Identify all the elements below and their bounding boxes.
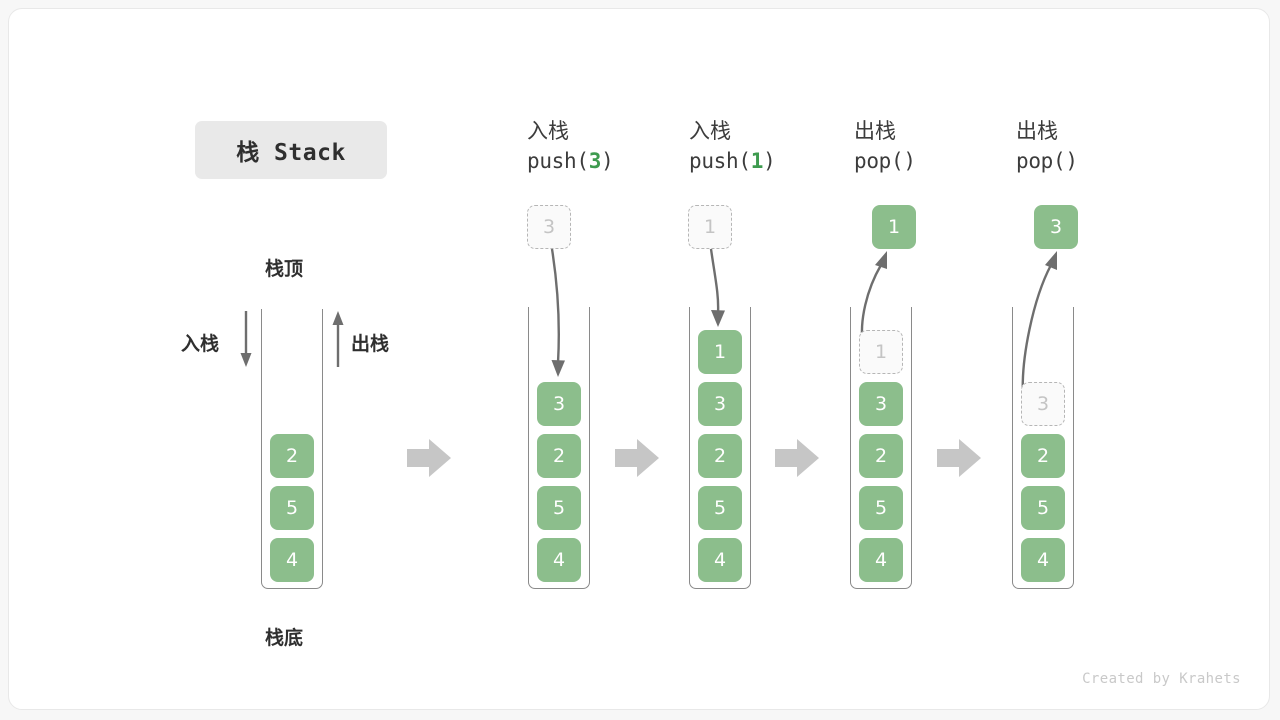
code-prefix: push(: [689, 148, 751, 173]
diagram-card: 栈 Stack 栈顶 入栈 出栈 2 5 4 栈底 入栈 pu: [8, 8, 1270, 710]
column-header-code: push(3): [527, 147, 614, 177]
step-arrow-icon: [407, 439, 451, 477]
code-prefix: push(: [527, 148, 589, 173]
code-suffix: ): [1065, 148, 1078, 173]
column-header-push-3: 入栈 push(3): [527, 117, 614, 177]
stack-container-push-1: [689, 307, 751, 589]
stack-cell: 2: [537, 434, 581, 478]
stack-cell: 4: [537, 538, 581, 582]
column-header-pop-1: 出栈 pop(): [854, 117, 916, 177]
popped-cell: 1: [872, 205, 916, 249]
column-header-cn: 出栈: [854, 119, 896, 143]
credit-text: Created by Krahets: [1082, 671, 1241, 687]
code-arg: 1: [750, 148, 764, 173]
stack-cell: 3: [537, 382, 581, 426]
stack-bottom-label: 栈底: [265, 627, 304, 649]
incoming-ghost-cell: 1: [688, 205, 732, 249]
title-badge-label: 栈 Stack: [236, 140, 346, 166]
ghost-cell: 1: [859, 330, 903, 374]
stack-container-pop-1: [850, 307, 912, 589]
column-header-code: push(1): [689, 147, 776, 177]
stack-cell: 2: [698, 434, 742, 478]
stack-cell: 1: [698, 330, 742, 374]
step-arrow-icon: [775, 439, 819, 477]
pop-up-arrow-icon: [332, 311, 344, 367]
incoming-ghost-cell: 3: [527, 205, 571, 249]
stack-cell: 3: [698, 382, 742, 426]
column-header-cn: 入栈: [527, 119, 569, 143]
column-header-cn: 出栈: [1016, 119, 1058, 143]
step-arrow-icon: [615, 439, 659, 477]
push-down-arrow-icon: [240, 311, 252, 367]
column-header-code: pop(): [854, 147, 916, 177]
title-badge: 栈 Stack: [195, 121, 387, 179]
stack-top-label: 栈顶: [265, 258, 304, 280]
popped-cell: 3: [1034, 205, 1078, 249]
stack-cell: 5: [1021, 486, 1065, 530]
stack-container-push-3: [528, 307, 590, 589]
stack-cell: 2: [1021, 434, 1065, 478]
pop-curve-arrow-icon: [1021, 251, 1057, 396]
column-header-pop-2: 出栈 pop(): [1016, 117, 1078, 177]
stack-cell: 5: [859, 486, 903, 530]
stack-cell: 4: [698, 538, 742, 582]
stack-cell: 4: [270, 538, 314, 582]
step-arrow-icon: [937, 439, 981, 477]
stack-cell: 5: [537, 486, 581, 530]
pop-legend-label: 出栈: [351, 333, 390, 355]
stack-container-initial: [261, 309, 323, 589]
code-suffix: ): [601, 148, 614, 173]
stack-cell: 4: [859, 538, 903, 582]
code-arg: 3: [588, 148, 602, 173]
ghost-cell: 3: [1021, 382, 1065, 426]
column-header-code: pop(): [1016, 147, 1078, 177]
code-prefix: pop(: [1016, 148, 1066, 173]
stack-cell: 5: [270, 486, 314, 530]
stack-cell: 4: [1021, 538, 1065, 582]
stack-container-pop-2: [1012, 307, 1074, 589]
stack-cell: 2: [859, 434, 903, 478]
column-header-cn: 入栈: [689, 119, 731, 143]
push-curve-arrow-icon: [709, 248, 725, 327]
stack-cell: 2: [270, 434, 314, 478]
code-suffix: ): [763, 148, 776, 173]
push-curve-arrow-icon: [550, 248, 565, 377]
stack-cell: 5: [698, 486, 742, 530]
push-legend-label: 入栈: [181, 333, 220, 355]
column-header-push-1: 入栈 push(1): [689, 117, 776, 177]
stack-cell: 3: [859, 382, 903, 426]
code-prefix: pop(: [854, 148, 904, 173]
code-suffix: ): [903, 148, 916, 173]
